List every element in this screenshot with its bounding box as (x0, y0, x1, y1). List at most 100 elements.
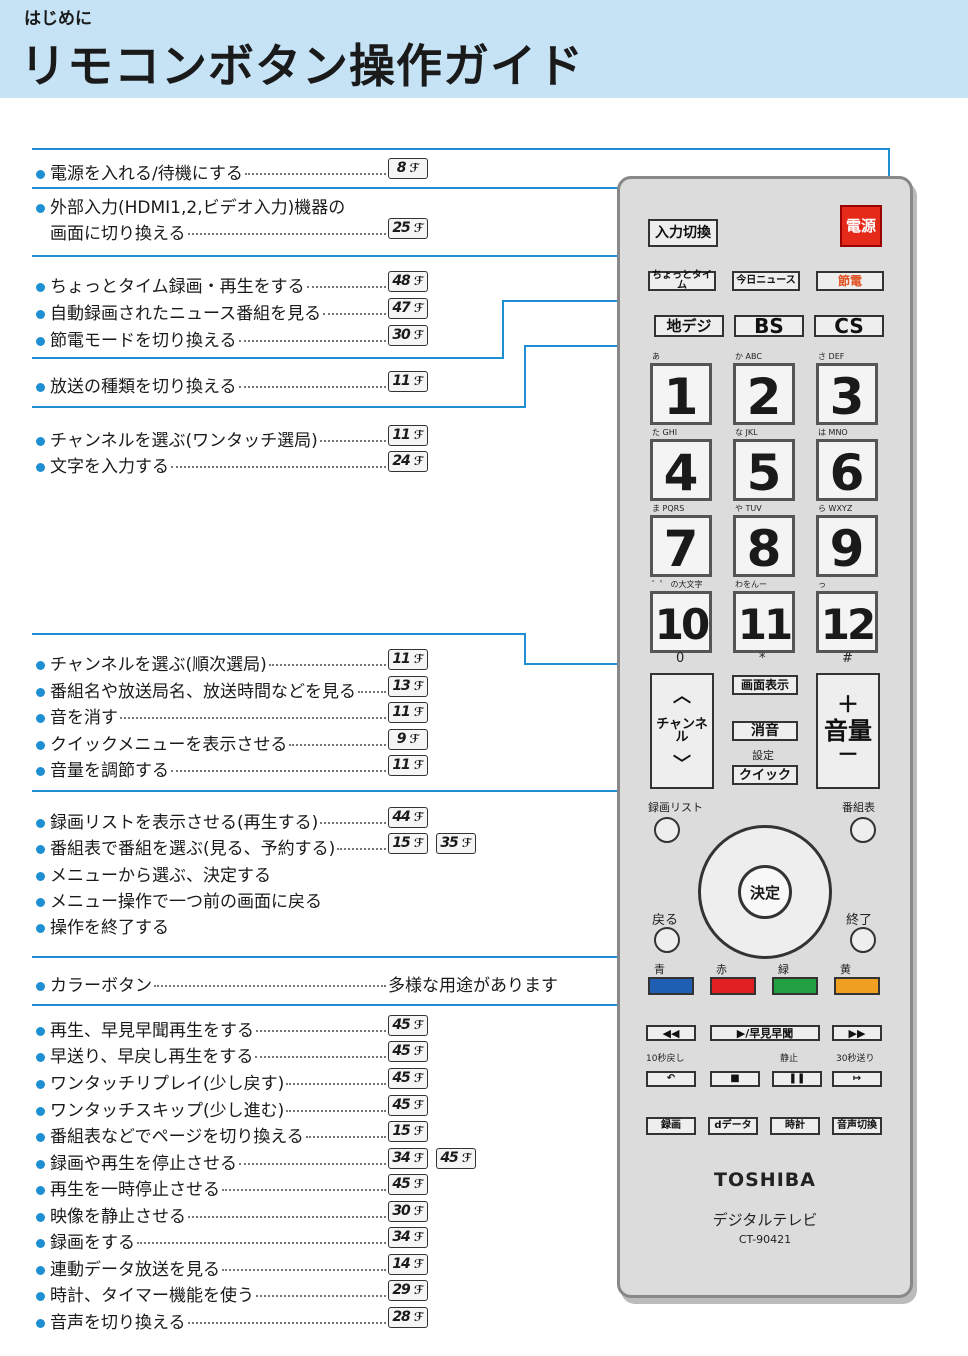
page-mark-icon: ℱ (409, 1257, 424, 1271)
number-kana-label: ゛゜ の大文字 (652, 580, 703, 589)
chotto-time-button[interactable]: ちょっとタイム (648, 271, 716, 291)
bs-button[interactable]: BS (734, 315, 804, 337)
exit-button[interactable] (850, 927, 876, 953)
bullet-icon (36, 1052, 45, 1062)
page-reference: 13 ℱ (388, 676, 428, 697)
skip-button[interactable]: ↦ (832, 1071, 882, 1087)
info-button[interactable]: 画面表示 (732, 675, 798, 695)
page-number: 45 (392, 1043, 411, 1059)
channel-rocker[interactable]: ︿ チャンネル ﹀ (650, 673, 714, 789)
rewind-button[interactable]: ◀◀ (646, 1025, 696, 1041)
volume-rocker[interactable]: ＋ 音量 － (816, 673, 880, 789)
recording-list-button[interactable] (654, 817, 680, 843)
bullet-icon (36, 660, 45, 670)
function-button[interactable]: 時計 (770, 1117, 820, 1135)
up-arrow-icon: ︿ (673, 686, 691, 707)
input-switch-button[interactable]: 入力切換 (648, 219, 718, 247)
list-item: チャンネルを選ぶ(ワンタッチ選局) (36, 426, 388, 451)
number-button-9[interactable]: 9 (816, 515, 878, 578)
number-button-5[interactable]: 5 (733, 439, 795, 502)
today-news-button[interactable]: 今日ニュース (732, 271, 800, 291)
leader-dots (268, 664, 386, 666)
item-text: 録画や再生を停止させる (50, 1154, 237, 1174)
color-button[interactable] (648, 977, 694, 995)
page-mark-icon: ℱ (409, 758, 424, 772)
bullet-icon (36, 462, 45, 472)
cs-button[interactable]: CS (814, 315, 884, 337)
number-button-10[interactable]: 10 (650, 591, 712, 653)
bullet-icon (36, 871, 45, 881)
function-button[interactable]: 録画 (646, 1117, 696, 1135)
fast-forward-button[interactable]: ▶▶ (832, 1025, 882, 1041)
function-button[interactable]: dデータ (708, 1117, 758, 1135)
item-text: 放送の種類を切り換える (50, 377, 237, 397)
mute-button[interactable]: 消音 (732, 721, 798, 741)
list-item: 再生を一時停止させる (36, 1175, 388, 1200)
power-button[interactable]: 電源 (840, 205, 882, 247)
power-saving-button[interactable]: 節電 (816, 271, 884, 291)
bullet-icon (36, 282, 45, 292)
page-mark-icon: ℱ (409, 1098, 424, 1112)
number-button-3[interactable]: 3 (816, 363, 878, 426)
item-text: 音声を切り換える (50, 1313, 186, 1333)
page-number: 29 (392, 1282, 411, 1298)
program-guide-button[interactable] (850, 817, 876, 843)
bullet-icon (36, 687, 45, 697)
list-item: 音量を調節する (36, 756, 388, 781)
item-text: 文字を入力する (50, 457, 169, 477)
list-item: 録画リストを表示させる(再生する) (36, 808, 388, 833)
color-button[interactable] (710, 977, 756, 995)
item-text: 連動データ放送を見る (50, 1260, 220, 1280)
page-mark-icon: ℱ (409, 652, 424, 666)
page-reference: 8 ℱ (388, 158, 428, 179)
back-button[interactable] (654, 927, 680, 953)
leader-dots (256, 1030, 386, 1032)
connector-line (502, 300, 504, 358)
product-name: デジタルテレビ (712, 1211, 818, 1229)
number-button-1[interactable]: 1 (650, 363, 712, 426)
item-text: ちょっとタイム録画・再生をする (50, 277, 305, 297)
number-button-8[interactable]: 8 (733, 515, 795, 578)
quick-button[interactable]: クイック (732, 765, 798, 785)
enter-button[interactable]: 決定 (738, 865, 792, 919)
terrestrial-button[interactable]: 地デジ (654, 315, 724, 337)
play-button[interactable]: ▶/早見早聞 (710, 1025, 820, 1041)
page-number: 25 (392, 220, 411, 236)
function-button[interactable]: 音声切換 (832, 1117, 882, 1135)
leader-dots (305, 1136, 386, 1138)
page-reference: 11 ℱ (388, 649, 428, 670)
number-kana-label: ま PQRS (652, 504, 685, 513)
page-reference: 35 ℱ (436, 833, 476, 854)
section-label: はじめに (24, 9, 92, 29)
stop-button[interactable]: ■ (710, 1071, 760, 1087)
bullet-icon (36, 1106, 45, 1116)
leader-dots (319, 440, 386, 442)
number-button-6[interactable]: 6 (816, 439, 878, 502)
leader-dots (358, 691, 386, 693)
page-number: 11 (392, 373, 411, 389)
replay-button[interactable]: ↶ (646, 1071, 696, 1087)
color-button[interactable] (834, 977, 880, 995)
page-reference: 15 ℱ (388, 833, 428, 854)
pause-button[interactable]: ❚❚ (772, 1071, 822, 1087)
header: はじめに リモコンボタン操作ガイド (0, 0, 968, 98)
bullet-icon (36, 1265, 45, 1275)
leader-dots (187, 233, 386, 235)
list-item: 連動データ放送を見る (36, 1255, 388, 1280)
page-number: 34 (392, 1229, 411, 1245)
connector-line (32, 357, 504, 359)
page-reference: 30 ℱ (388, 325, 428, 346)
page-number: 11 (392, 757, 411, 773)
number-button-4[interactable]: 4 (650, 439, 712, 502)
page-number: 30 (392, 327, 411, 343)
number-button-11[interactable]: 11 (733, 591, 795, 653)
number-button-2[interactable]: 2 (733, 363, 795, 426)
item-text: 録画リストを表示させる(再生する) (50, 813, 319, 833)
number-button-12[interactable]: 12 (816, 591, 878, 653)
leader-dots (244, 173, 386, 175)
page-number: 47 (392, 300, 411, 316)
number-kana-label: わをんー (735, 580, 767, 589)
number-button-7[interactable]: 7 (650, 515, 712, 578)
color-button[interactable] (772, 977, 818, 995)
